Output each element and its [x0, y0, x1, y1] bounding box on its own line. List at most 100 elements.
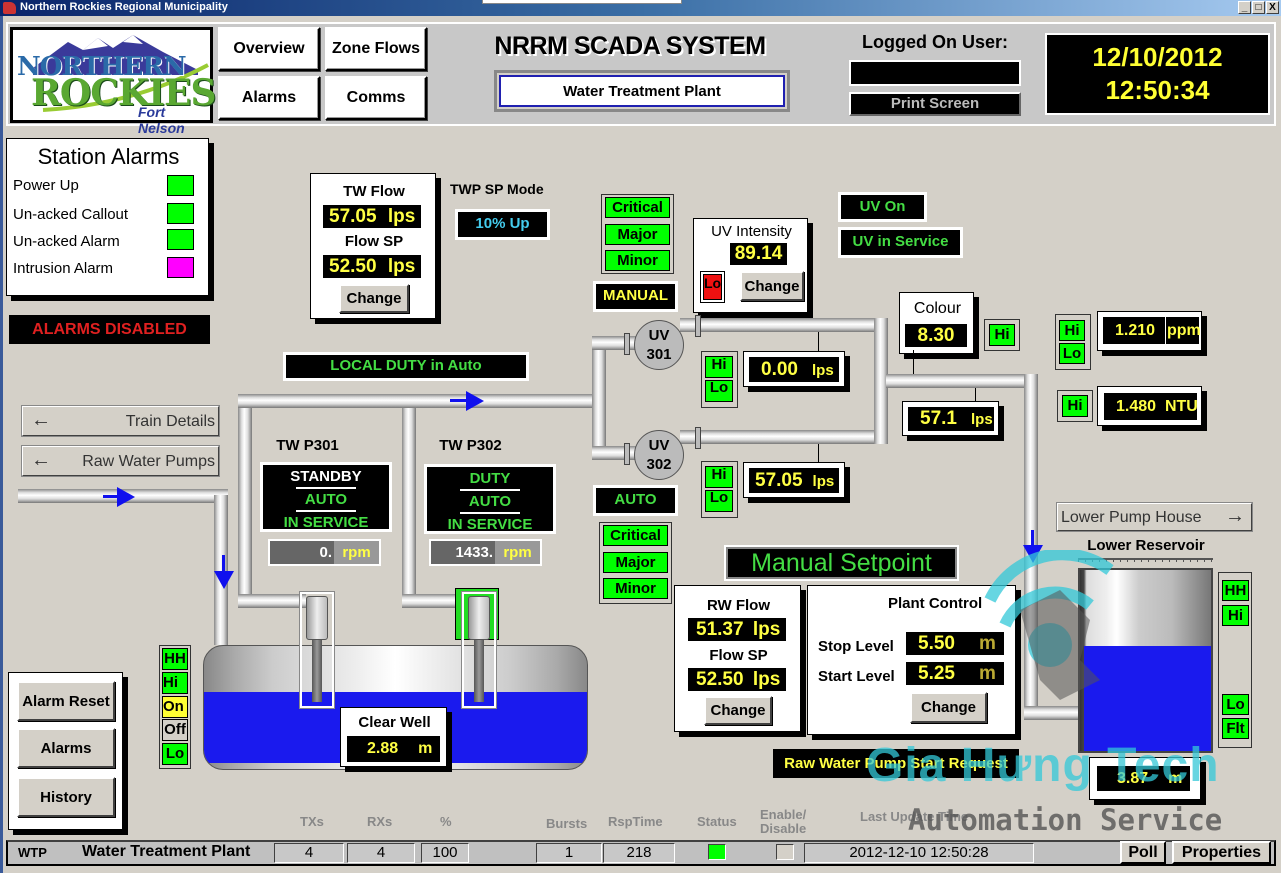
flow-arrow-stem — [450, 399, 466, 402]
tw-flow-change-button[interactable]: Change — [339, 284, 409, 313]
flow-arrow-down-icon — [1023, 545, 1043, 563]
turbidity-display: 1.480 NTU — [1104, 393, 1198, 420]
lower-reservoir-hi-tag: Hi — [1222, 605, 1249, 626]
alarms-button[interactable]: Alarms — [17, 728, 115, 768]
station-alarms-panel: Station Alarms Power Up Un-acked Callout… — [6, 138, 209, 296]
window-title: Northern Rockies Regional Municipality — [20, 1, 228, 13]
maximize-button[interactable]: □ — [1252, 1, 1265, 14]
minimize-button[interactable]: _ — [1238, 1, 1251, 14]
uv302-hi-tag: Hi — [705, 466, 733, 488]
nav-overview-button[interactable]: Overview — [218, 27, 320, 71]
colour-panel: Colour 8.30 — [899, 292, 974, 354]
flow-arrow-stem — [103, 495, 119, 498]
lower-reservoir-unit: m — [1168, 770, 1183, 787]
chlorine-panel: 1.210 ppm — [1097, 311, 1202, 351]
raw-water-pumps-link[interactable]: ← Raw Water Pumps — [21, 445, 220, 477]
rw-flow-panel: RW Flow 51.37 lps Flow SP 52.50 lps Chan… — [674, 585, 801, 732]
uv-intensity-change-button[interactable]: Change — [740, 271, 804, 301]
stop-level-unit: m — [978, 633, 996, 654]
raw-water-pump-start-request: Raw Water Pump Start Request — [773, 749, 1019, 778]
pump-p301-motor[interactable] — [299, 591, 335, 709]
nav-alarms-button[interactable]: Alarms — [218, 76, 320, 120]
arrow-left-icon: ← — [31, 409, 51, 431]
start-level-label: Start Level — [818, 668, 895, 685]
uv-302-number: 302 — [646, 456, 672, 473]
arrow-left-icon: ← — [31, 449, 51, 471]
alarm-lamp-power-up — [167, 175, 194, 196]
uv-mode-auto: AUTO — [593, 485, 678, 516]
uv-in-service-status: UV in Service — [838, 227, 963, 258]
flow-arrow-down-icon — [214, 571, 234, 589]
alarm-reset-button[interactable]: Alarm Reset — [17, 681, 115, 721]
uv302-lo-tag: Lo — [705, 490, 733, 512]
uv-mode-manual: MANUAL — [593, 281, 678, 312]
pump-p302-motor[interactable] — [461, 591, 497, 709]
uv-intensity-lo-tag: Lo — [703, 274, 722, 300]
bursts-value: 1 — [536, 843, 602, 863]
properties-button[interactable]: Properties — [1172, 841, 1271, 864]
window-border — [0, 16, 3, 873]
uv-critical-tag-bottom: Critical — [603, 525, 668, 546]
pump-p302-mode: AUTO — [468, 493, 512, 510]
uv301-hi-tag: Hi — [705, 356, 733, 378]
nav-zone-flows-button[interactable]: Zone Flows — [325, 27, 427, 71]
uv-intensity-panel: UV Intensity 89.14 Lo Change — [693, 218, 808, 313]
pump-p301-mode: AUTO — [304, 491, 348, 508]
rw-flow-change-button[interactable]: Change — [704, 696, 772, 725]
clear-well-label: Clear Well — [358, 714, 431, 731]
uv-intensity-value: 89.14 — [730, 243, 787, 265]
history-button[interactable]: History — [17, 777, 115, 817]
station-alarms-title: Station Alarms — [37, 144, 180, 169]
motor-icon — [306, 596, 328, 640]
header-enable: Enable/ — [760, 807, 807, 822]
twp-sp-mode-value: 10% Up — [455, 209, 550, 240]
txs-value: 4 — [274, 843, 344, 863]
stop-level-label: Stop Level — [818, 638, 894, 655]
print-screen-button[interactable]: Print Screen — [849, 92, 1021, 116]
header-disable: Disable — [760, 821, 807, 836]
uv302-flow-value: 57.05 — [755, 470, 803, 491]
raw-water-pumps-label: Raw Water Pumps — [82, 453, 215, 470]
pump-p301-rpm-value: 0. — [319, 544, 332, 561]
nav-comms-button[interactable]: Comms — [325, 76, 427, 120]
alarm-lamp-intrusion — [167, 257, 194, 278]
lower-reservoir-tank — [1078, 568, 1213, 753]
lower-pump-house-link[interactable]: Lower Pump House → — [1056, 502, 1253, 532]
rw-flow-sp-label: Flow SP — [709, 647, 768, 664]
pump-p302-status: DUTY AUTO IN SERVICE — [424, 464, 556, 534]
flow-arrow-stem — [1031, 530, 1034, 546]
alarm-label-unacked-alarm: Un-acked Alarm — [13, 233, 120, 250]
station-code: WTP — [18, 845, 47, 860]
logo-line2: ROCKIES — [31, 72, 216, 114]
station-name: Water Treatment Plant — [82, 843, 251, 860]
last-update-value: 2012-12-10 12:50:28 — [804, 843, 1034, 863]
clear-well-off-tag: Off — [162, 719, 188, 741]
plant-control-title: Plant Control — [888, 595, 983, 612]
turbidity-panel: 1.480 NTU — [1097, 386, 1202, 426]
lower-reservoir-flt-tag: Flt — [1222, 718, 1249, 739]
uv301-flow-value: 0.00 — [761, 359, 798, 380]
reservoir-roof — [1078, 558, 1213, 562]
pct-value: 100 — [421, 843, 469, 863]
uv-301-unit[interactable]: UV 301 — [634, 320, 684, 370]
uv-302-unit[interactable]: UV 302 — [634, 430, 684, 480]
rw-flow-display: 51.37 lps — [688, 618, 786, 641]
train-details-link[interactable]: ← Train Details — [21, 405, 220, 437]
plant-control-change-button[interactable]: Change — [910, 692, 987, 723]
colour-value: 8.30 — [905, 324, 967, 347]
poll-button[interactable]: Poll — [1120, 841, 1166, 864]
flow-arrow-right-icon — [117, 487, 135, 507]
clear-well-unit: m — [418, 740, 433, 757]
header-pct: % — [440, 814, 452, 829]
pump-p301-name: TW P301 — [276, 437, 339, 454]
enable-disable-checkbox[interactable] — [776, 844, 794, 860]
logo-line3: Fort Nelson — [138, 104, 185, 136]
combined-flow-unit: lps — [970, 411, 993, 428]
manual-setpoint-banner: Manual Setpoint — [728, 549, 955, 577]
close-button[interactable]: X — [1266, 1, 1279, 14]
